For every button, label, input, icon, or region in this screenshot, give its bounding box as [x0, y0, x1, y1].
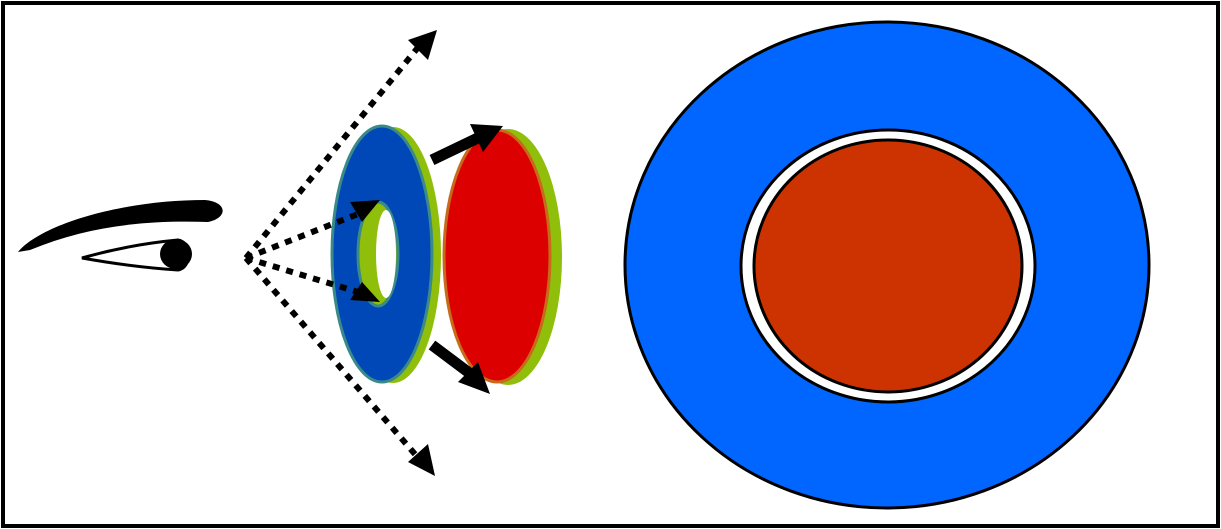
front-inner-disc	[752, 138, 1024, 394]
ring-side-view	[330, 124, 441, 384]
dotted-ray-inner-bottom	[245, 255, 359, 295]
disc-side-view	[442, 128, 562, 385]
solid-ray-bottom	[428, 340, 476, 380]
dotted-ray-inner-top	[244, 211, 360, 261]
front-view	[623, 20, 1151, 510]
solid-rays	[428, 124, 503, 394]
arrowhead-icon	[458, 362, 490, 394]
dotted-arrowheads	[350, 30, 437, 476]
arrowhead-icon	[408, 444, 435, 476]
dotted-ray-top	[243, 43, 423, 260]
arrowhead-icon	[470, 124, 503, 152]
eye-icon	[18, 200, 223, 272]
solid-ray-top	[429, 131, 485, 165]
dotted-rays	[243, 43, 423, 462]
arrowhead-icon	[408, 30, 437, 60]
dotted-ray-bottom	[243, 256, 423, 462]
arrowhead-icon	[350, 200, 380, 222]
arrowhead-icon	[350, 282, 380, 302]
